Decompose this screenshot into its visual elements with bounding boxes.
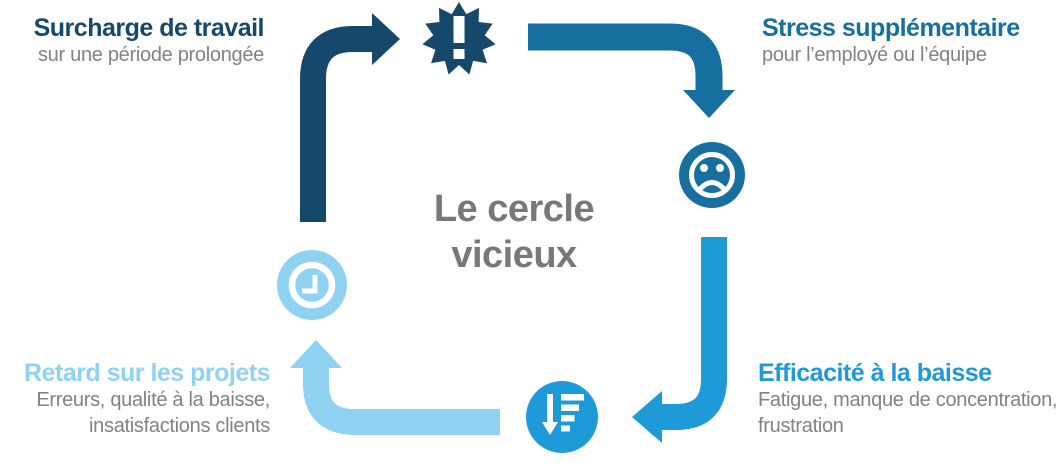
stage-retard-sur-les-projets: Retard sur les projets Erreurs, qualité …	[23, 359, 271, 439]
arrow-clock-to-alert-head	[372, 13, 400, 65]
sad-face-ring	[689, 152, 735, 198]
stage-stress-supplementaire: Stress supplémentaire pour l’employé ou …	[762, 14, 1020, 68]
clock-ring	[288, 261, 336, 309]
arrow-alert-to-sad-face-shaft	[528, 23, 723, 91]
arrow-alert-to-sad-face	[528, 23, 735, 118]
arrow-alert-to-sad-face-head	[683, 90, 735, 118]
diagram-title: Le cercle vicieux	[364, 186, 664, 278]
stage-heading: Surcharge de travail	[33, 14, 265, 42]
sad-face-icon	[679, 142, 745, 208]
arrow-sort-to-clock-shaft	[303, 367, 500, 435]
arrow-sad-face-to-sort	[632, 237, 727, 443]
diagram-title-line2: vicieux	[451, 234, 577, 276]
arrow-sort-to-clock	[290, 340, 500, 435]
exclamation-bar	[453, 16, 465, 43]
arrow-sort-to-clock-head	[290, 340, 342, 368]
sad-face-left-eye	[700, 164, 708, 172]
sort-arrow-shaft	[547, 394, 553, 423]
diagram-title-line1: Le cercle	[433, 188, 595, 230]
arrow-clock-to-alert	[300, 13, 400, 222]
stage-subtitle-line: sur une période prolongée	[37, 44, 264, 66]
clock-hands	[302, 275, 318, 294]
stage-heading: Stress supplémentaire	[762, 14, 1020, 42]
sort-bar-4	[561, 425, 570, 432]
stage-surcharge-de-travail: Surcharge de travail sur une période pro…	[33, 14, 265, 68]
arrow-sad-face-to-sort-shaft	[661, 237, 727, 430]
sort-bar-1	[561, 394, 584, 401]
stage-subtitle-line: pour l’employé ou l’équipe	[762, 44, 987, 66]
stage-subtitle-line: insatisfactions clients	[89, 415, 270, 437]
stage-subtitle-line: frustration	[758, 415, 844, 437]
clock-circle	[277, 250, 347, 320]
stage-subtitle-line: Erreurs, qualité à la baisse,	[36, 389, 270, 411]
stage-heading: Retard sur les projets	[23, 359, 271, 387]
sad-face-frown	[698, 180, 726, 191]
sort-descending-icon	[526, 381, 598, 453]
stage-heading: Efficacité à la baisse	[758, 359, 992, 387]
stage-subtitle-line: Fatigue, manque de concentration,	[758, 389, 1058, 411]
sort-bar-3	[561, 415, 575, 422]
stage-efficacite-a-la-baisse: Efficacité à la baisse Fatigue, manque d…	[758, 359, 1058, 439]
sad-face-right-eye	[716, 164, 724, 172]
sort-arrow-head	[542, 422, 558, 435]
exclamation-dot	[453, 49, 465, 59]
alert-burst-icon	[422, 2, 496, 75]
clock-icon	[277, 250, 347, 320]
arrow-clock-to-alert-shaft	[300, 26, 372, 222]
sort-bar-2	[561, 404, 579, 411]
sad-face-circle	[679, 142, 745, 208]
arrow-sad-face-to-sort-head	[632, 391, 662, 443]
